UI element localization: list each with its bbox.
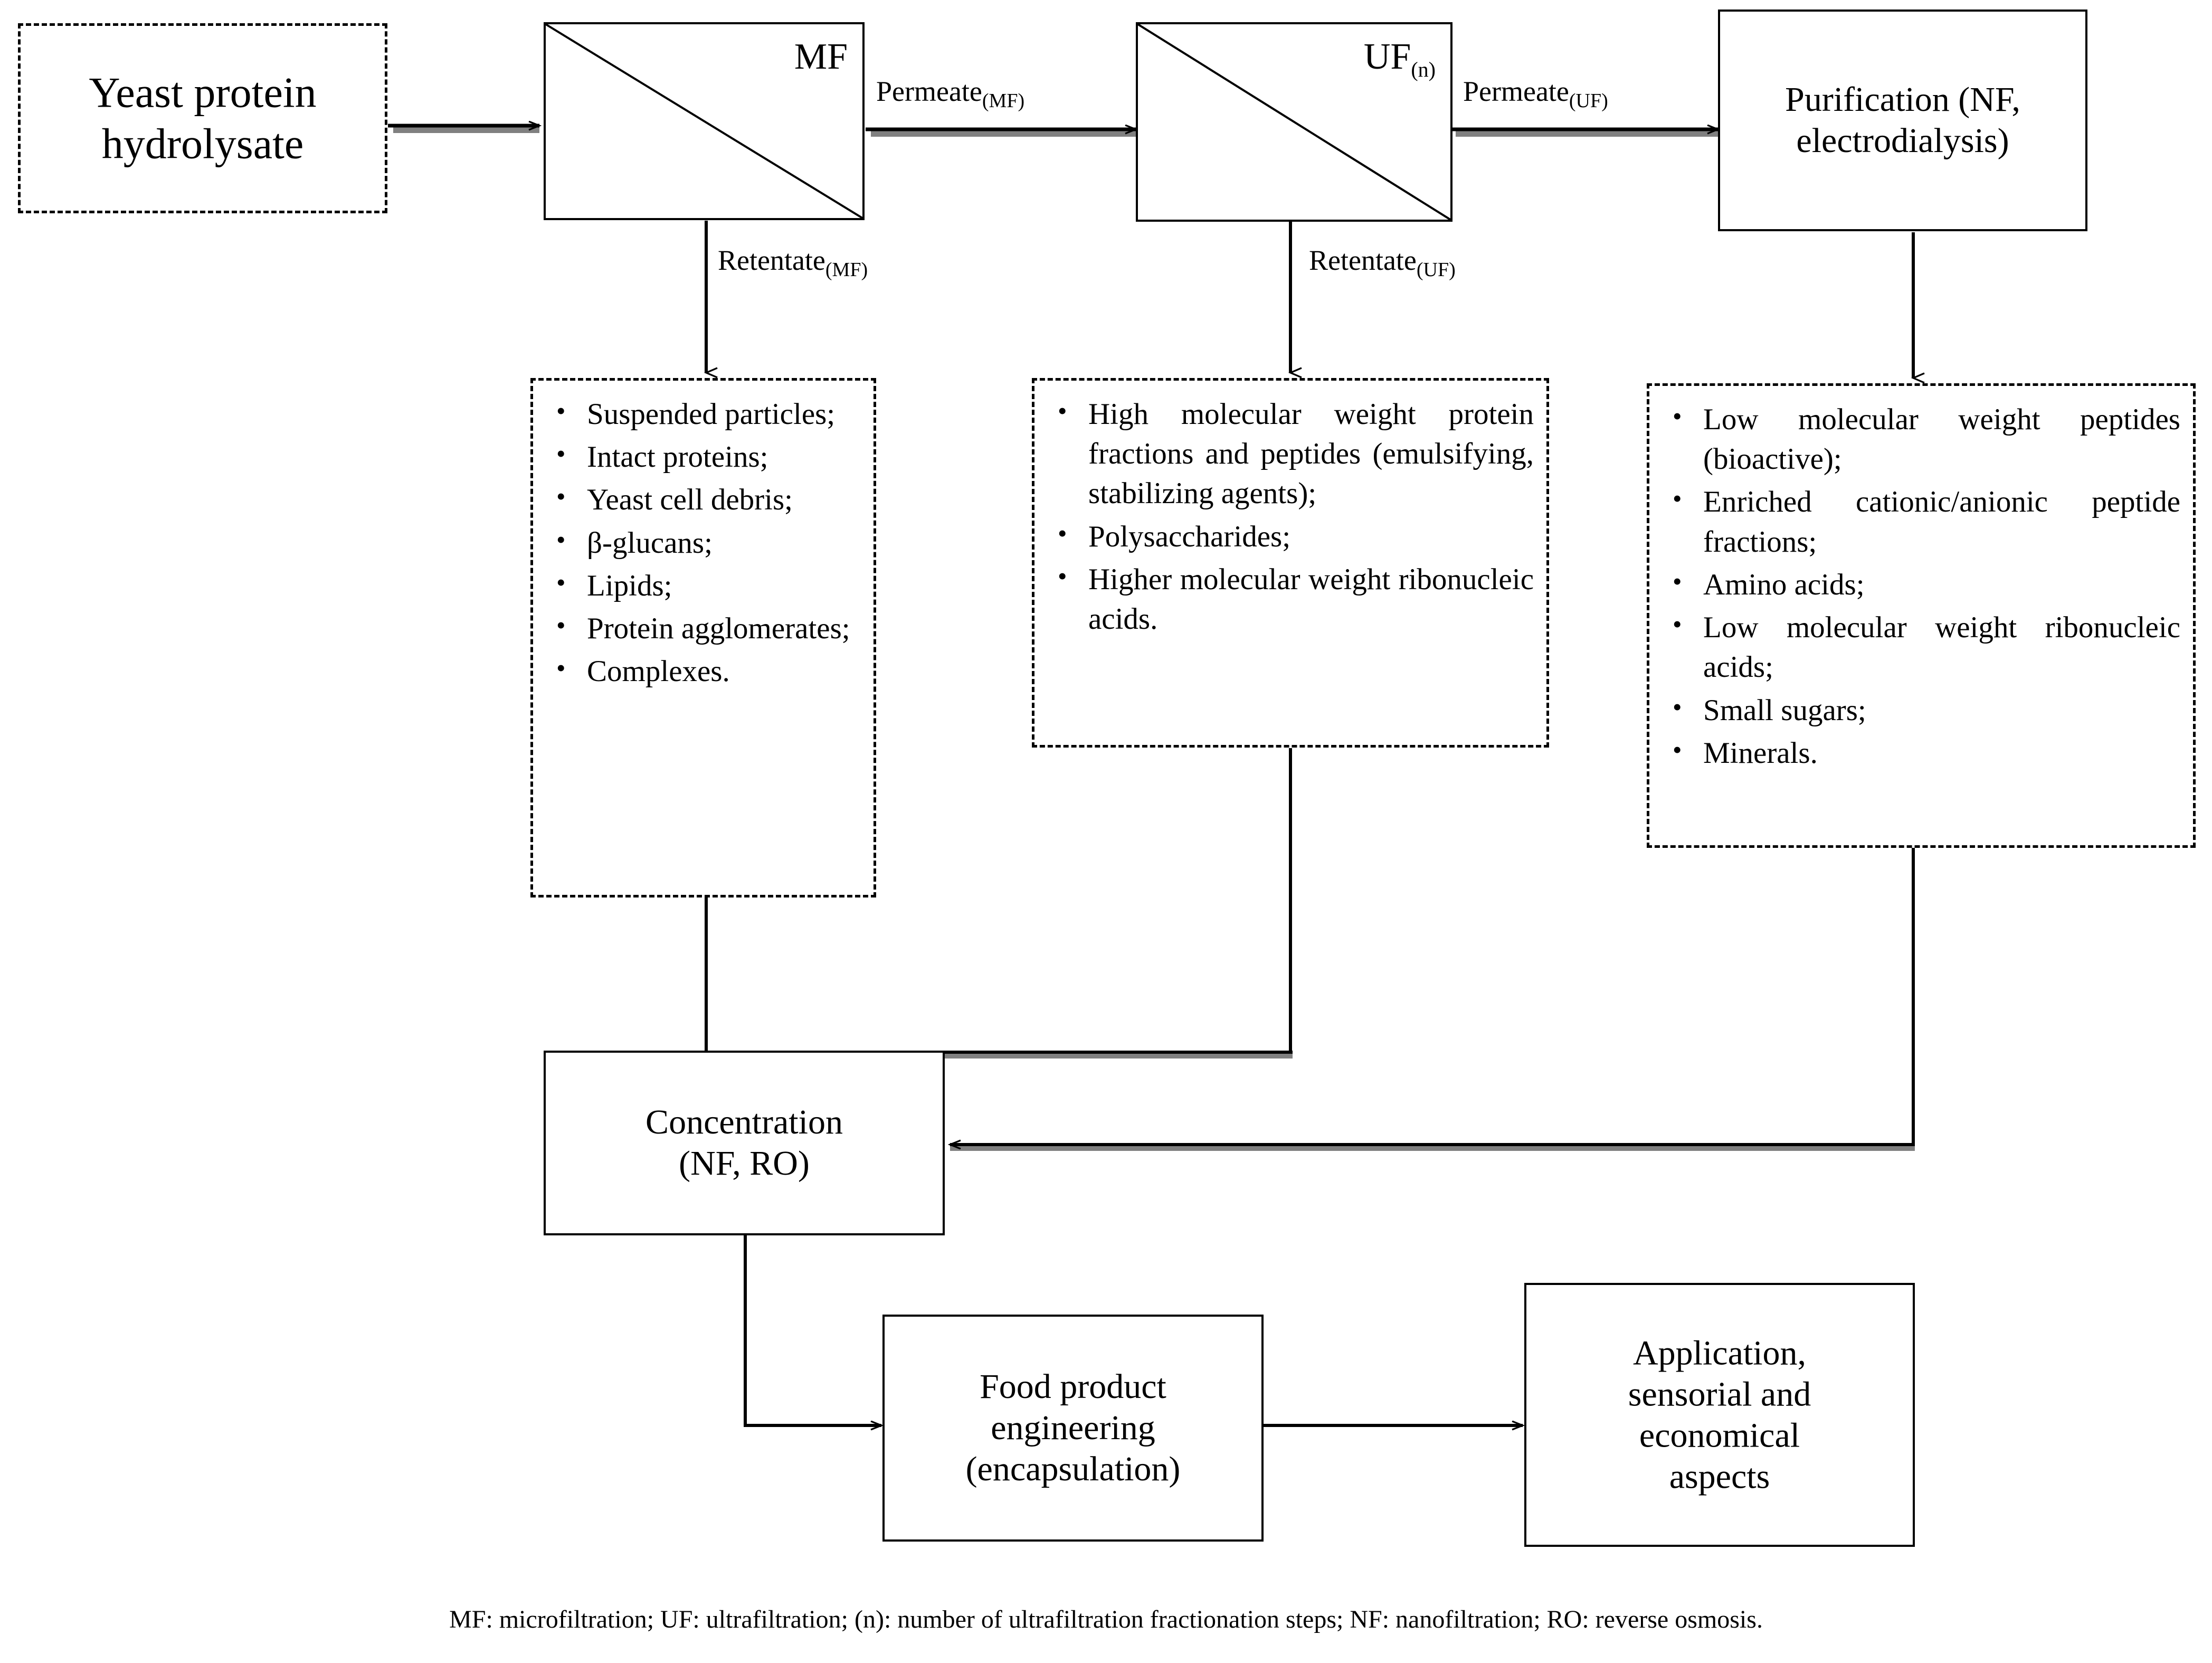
retentate-mf-subscript: (MF)	[825, 258, 868, 281]
node-label-concentration: Concentration (NF, RO)	[546, 1102, 943, 1184]
application-line-3: economical	[1639, 1416, 1800, 1454]
edge-label-retentate-mf: Retentate(MF)	[718, 244, 868, 281]
box-purification-output-contents[interactable]: Low molecular weight peptides (bioactive…	[1647, 383, 2196, 848]
node-purification[interactable]: Purification (NF, electrodialysis)	[1718, 10, 2087, 231]
edge-mf-to-uf-permeate	[866, 129, 1136, 137]
node-yeast-protein-hydrolysate[interactable]: Yeast protein hydrolysate	[18, 23, 387, 213]
edge-uf-to-purification-permeate	[1450, 129, 1718, 137]
edge-concentration-to-food-engineering	[744, 1234, 881, 1425]
node-label-uf: UF(n)	[1364, 36, 1436, 82]
edge-label-permeate-mf: Permeate(MF)	[876, 75, 1024, 112]
node-label-feed: Yeast protein hydrolysate	[89, 68, 317, 167]
list-item: High molecular weight protein fractions …	[1050, 393, 1534, 514]
box-mf-retentate-contents[interactable]: Suspended particles; Intact proteins; Ye…	[530, 378, 876, 897]
list-item: Lipids;	[549, 565, 861, 606]
list-item: Intact proteins;	[549, 436, 861, 477]
list-item: Yeast cell debris;	[549, 479, 861, 519]
node-label-food-engineering: Food product engineering (encapsulation)	[885, 1366, 1261, 1490]
application-line-1: Application,	[1632, 1334, 1807, 1373]
permeate-uf-text: Permeate	[1463, 75, 1569, 107]
permeate-mf-text: Permeate	[876, 75, 982, 107]
node-label-mf: MF	[794, 36, 848, 78]
retentate-uf-text: Retentate	[1309, 244, 1417, 276]
box-uf-retentate-contents[interactable]: High molecular weight protein fractions …	[1032, 378, 1549, 748]
list-item: β-glucans;	[549, 522, 861, 563]
edge-label-retentate-uf: Retentate(UF)	[1309, 244, 1456, 281]
node-food-product-engineering[interactable]: Food product engineering (encapsulation)	[882, 1315, 1264, 1542]
node-ultrafiltration-unit[interactable]: UF(n)	[1136, 22, 1452, 222]
list-item: Polysaccharides;	[1050, 516, 1534, 556]
permeate-uf-subscript: (UF)	[1569, 89, 1608, 112]
list-mf-retentate: Suspended particles; Intact proteins; Ye…	[533, 381, 874, 700]
concentration-line-2: (NF, RO)	[679, 1144, 810, 1183]
node-label-application: Application, sensorial and economical as…	[1526, 1333, 1913, 1497]
list-purification-output: Low molecular weight peptides (bioactive…	[1649, 386, 2193, 781]
edge-label-permeate-uf: Permeate(UF)	[1463, 75, 1608, 112]
list-item: Low molecular weight ribonucleic acids;	[1665, 607, 2180, 687]
application-line-2: sensorial and	[1628, 1375, 1811, 1414]
list-item: Protein agglomerates;	[549, 608, 861, 648]
mf-text: MF	[794, 36, 848, 77]
list-item: Minerals.	[1665, 732, 2180, 773]
edge-feed-to-mf	[388, 126, 539, 133]
list-item: Complexes.	[549, 650, 861, 691]
list-item: Small sugars;	[1665, 689, 2180, 730]
edge-purification-output-to-concentration	[950, 845, 1915, 1151]
node-application-aspects[interactable]: Application, sensorial and economical as…	[1524, 1283, 1915, 1547]
food-engineering-line-1: Food product	[980, 1367, 1166, 1406]
list-item: Suspended particles;	[549, 393, 861, 434]
purification-line-2: electrodialysis)	[1796, 121, 2009, 160]
application-line-4: aspects	[1669, 1457, 1770, 1496]
concentration-line-1: Concentration	[645, 1103, 843, 1142]
uf-text: UF	[1363, 36, 1411, 77]
purification-line-1: Purification (NF,	[1785, 80, 2020, 119]
list-item: Enriched cationic/anionic peptide fracti…	[1665, 481, 2180, 561]
list-item: Higher molecular weight ribonucleic acid…	[1050, 559, 1534, 639]
figure-caption: MF: microfiltration; UF: ultrafiltration…	[449, 1605, 1763, 1633]
node-concentration[interactable]: Concentration (NF, RO)	[544, 1051, 945, 1235]
food-engineering-line-3: (encapsulation)	[965, 1449, 1181, 1488]
node-label-purification: Purification (NF, electrodialysis)	[1720, 79, 2085, 162]
node-microfiltration-unit[interactable]: MF	[544, 22, 865, 220]
permeate-mf-subscript: (MF)	[982, 89, 1025, 112]
retentate-uf-subscript: (UF)	[1416, 258, 1456, 281]
food-engineering-line-2: engineering	[991, 1409, 1155, 1448]
list-item: Amino acids;	[1665, 564, 2180, 604]
list-item: Low molecular weight peptides (bioactive…	[1665, 399, 2180, 479]
list-uf-retentate: High molecular weight protein fractions …	[1034, 381, 1546, 647]
uf-subscript: (n)	[1411, 58, 1436, 81]
retentate-mf-text: Retentate	[718, 244, 825, 276]
